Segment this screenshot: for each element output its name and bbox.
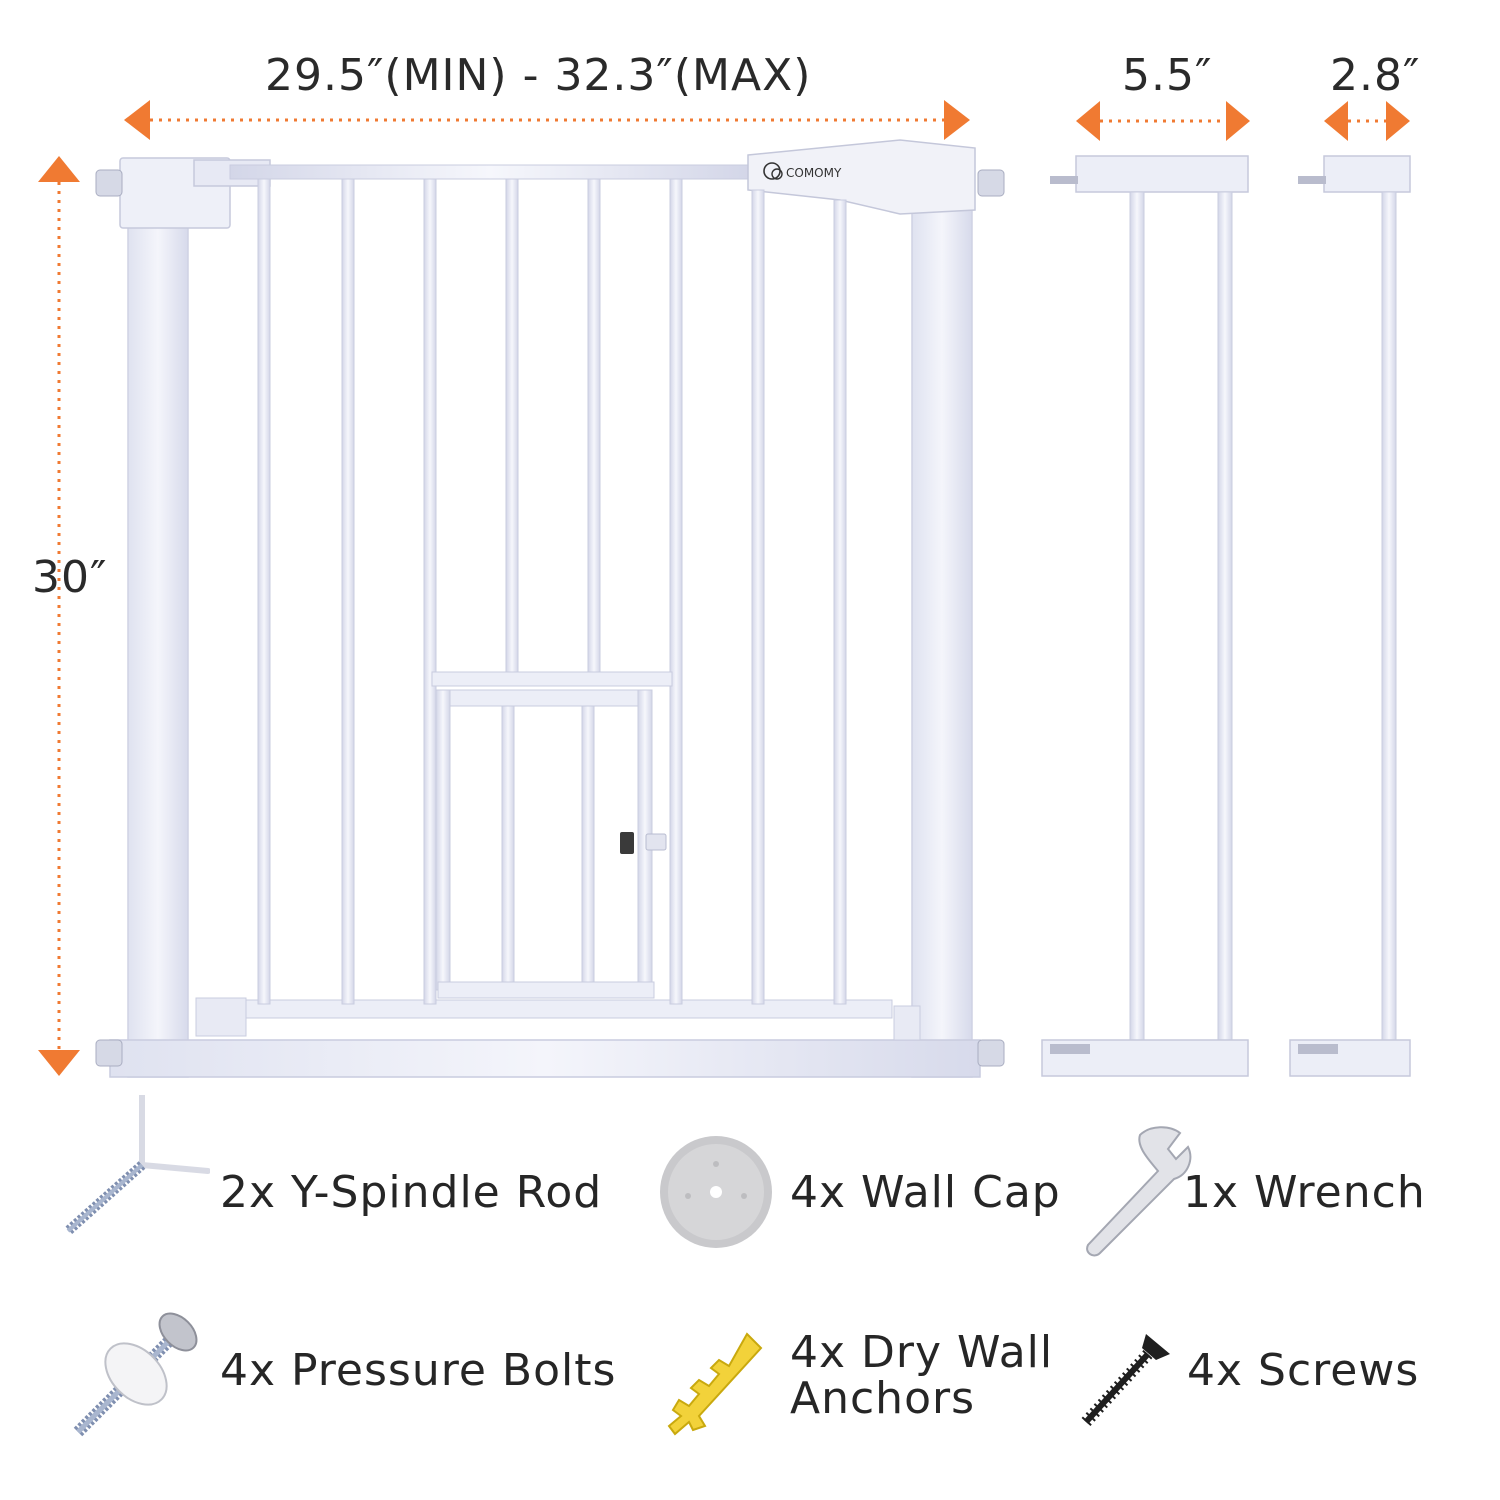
extension-small bbox=[1289, 155, 1411, 1077]
height-dimension-arrow bbox=[38, 156, 80, 1076]
wall-cap-icon bbox=[660, 1136, 772, 1248]
gate-illustration: COMOMY bbox=[38, 100, 1411, 1078]
extension-small-width-label: 2.8″ bbox=[1330, 50, 1421, 101]
gate-frame bbox=[95, 139, 1005, 1078]
accessory-label-wrench: 1x Wrench bbox=[1183, 1167, 1426, 1218]
extension-large-width-label: 5.5″ bbox=[1122, 50, 1213, 101]
extension-large bbox=[1041, 155, 1249, 1077]
accessory-label-screws: 4x Screws bbox=[1187, 1345, 1420, 1396]
accessory-label-pressure-bolts: 4x Pressure Bolts bbox=[220, 1345, 617, 1396]
accessory-label-y-spindle-rod: 2x Y-Spindle Rod bbox=[220, 1167, 603, 1218]
width-dimension-arrow bbox=[124, 100, 970, 140]
extension-small-dimension-arrow bbox=[1324, 101, 1410, 141]
pressure-bolt-icon bbox=[73, 1312, 198, 1437]
height-label: 30″ bbox=[32, 552, 108, 603]
accessory-label-wall-cap: 4x Wall Cap bbox=[790, 1167, 1061, 1218]
dry-wall-anchor-icon bbox=[667, 1332, 763, 1436]
brand-logo: COMOMY bbox=[763, 162, 842, 180]
wrench-icon bbox=[1086, 1126, 1192, 1257]
width-range-label: 29.5″(MIN) - 32.3″(MAX) bbox=[265, 50, 812, 101]
accessory-label-dry-wall-anchors: 4x Dry Wall Anchors bbox=[790, 1327, 1054, 1424]
pet-door bbox=[431, 671, 673, 999]
screw-icon bbox=[1081, 1334, 1170, 1427]
extension-large-dimension-arrow bbox=[1076, 101, 1250, 141]
y-spindle-rod-icon bbox=[64, 1095, 210, 1235]
brand-logo-text: COMOMY bbox=[786, 166, 842, 180]
gate-bars bbox=[257, 178, 847, 1005]
